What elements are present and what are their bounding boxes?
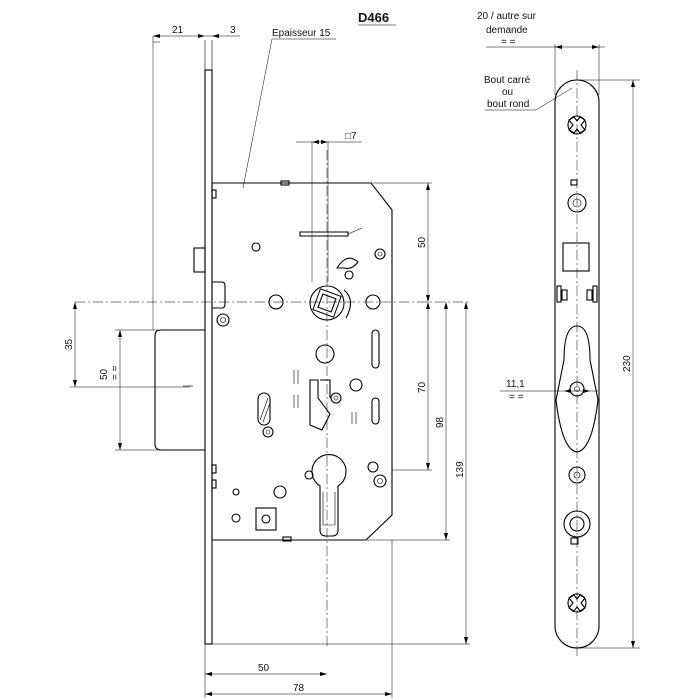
dim-11: 11,1 = = [500,379,598,403]
dim-230: 230 [577,79,640,649]
dim-50-bolt: 50 = = [99,329,158,451]
dim-21-label: 21 [172,25,184,36]
follower-hub [299,227,363,321]
dim-139: 139 [212,302,470,645]
deadbolt [154,329,205,451]
width-note: 20 / autre sur demande = = [477,11,605,95]
dim-35: 35 [64,302,190,388]
dim-70-label: 70 [417,381,428,393]
end-note: Bout carré ou bout rond [484,75,573,111]
lock-body [193,180,393,542]
faceplate-front [554,70,600,656]
drawing-title: D466 [358,10,389,25]
dim-50-bolt-label: 50 [99,368,110,380]
square-label: □7 [345,131,357,142]
width-note-line3: = = [501,37,516,48]
dim-35-label: 35 [64,338,75,350]
dim-50-bottom: 50 [204,644,327,698]
dim-3-label: 3 [230,25,236,36]
square-note: □7 [296,131,362,282]
dim-50-vert-label: 50 [417,236,428,248]
faceplate-side [204,40,213,645]
dim-50-vert: 50 [372,182,432,302]
body-holes [216,242,387,523]
thickness-note: Epaisseur 15 [242,28,336,189]
end-note-line2: ou [502,87,513,98]
dim-70: 70 [392,302,432,471]
width-note-line2: demande [486,25,528,36]
body-slots [255,329,380,531]
dim-50-bolt-eq: = = [110,365,121,380]
dim-98: 98 [366,302,450,541]
dim-50-bottom-label: 50 [258,663,270,674]
end-note-line1: Bout carré [484,75,531,86]
end-note-line3: bout rond [487,99,529,110]
dim-230-label: 230 [622,355,633,372]
dim-top-21-3: 21 3 [152,25,240,330]
cylinder-profile [311,454,347,537]
dim-11-label: 11,1 [506,379,525,390]
dim-98-label: 98 [435,416,446,428]
dim-139-label: 139 [455,461,466,478]
dim-78: 78 [205,540,393,698]
thickness-label: Epaisseur 15 [272,28,331,39]
dim-78-label: 78 [293,683,305,694]
width-note-line1: 20 / autre sur [477,11,537,22]
dim-11-eq: = = [509,392,524,403]
